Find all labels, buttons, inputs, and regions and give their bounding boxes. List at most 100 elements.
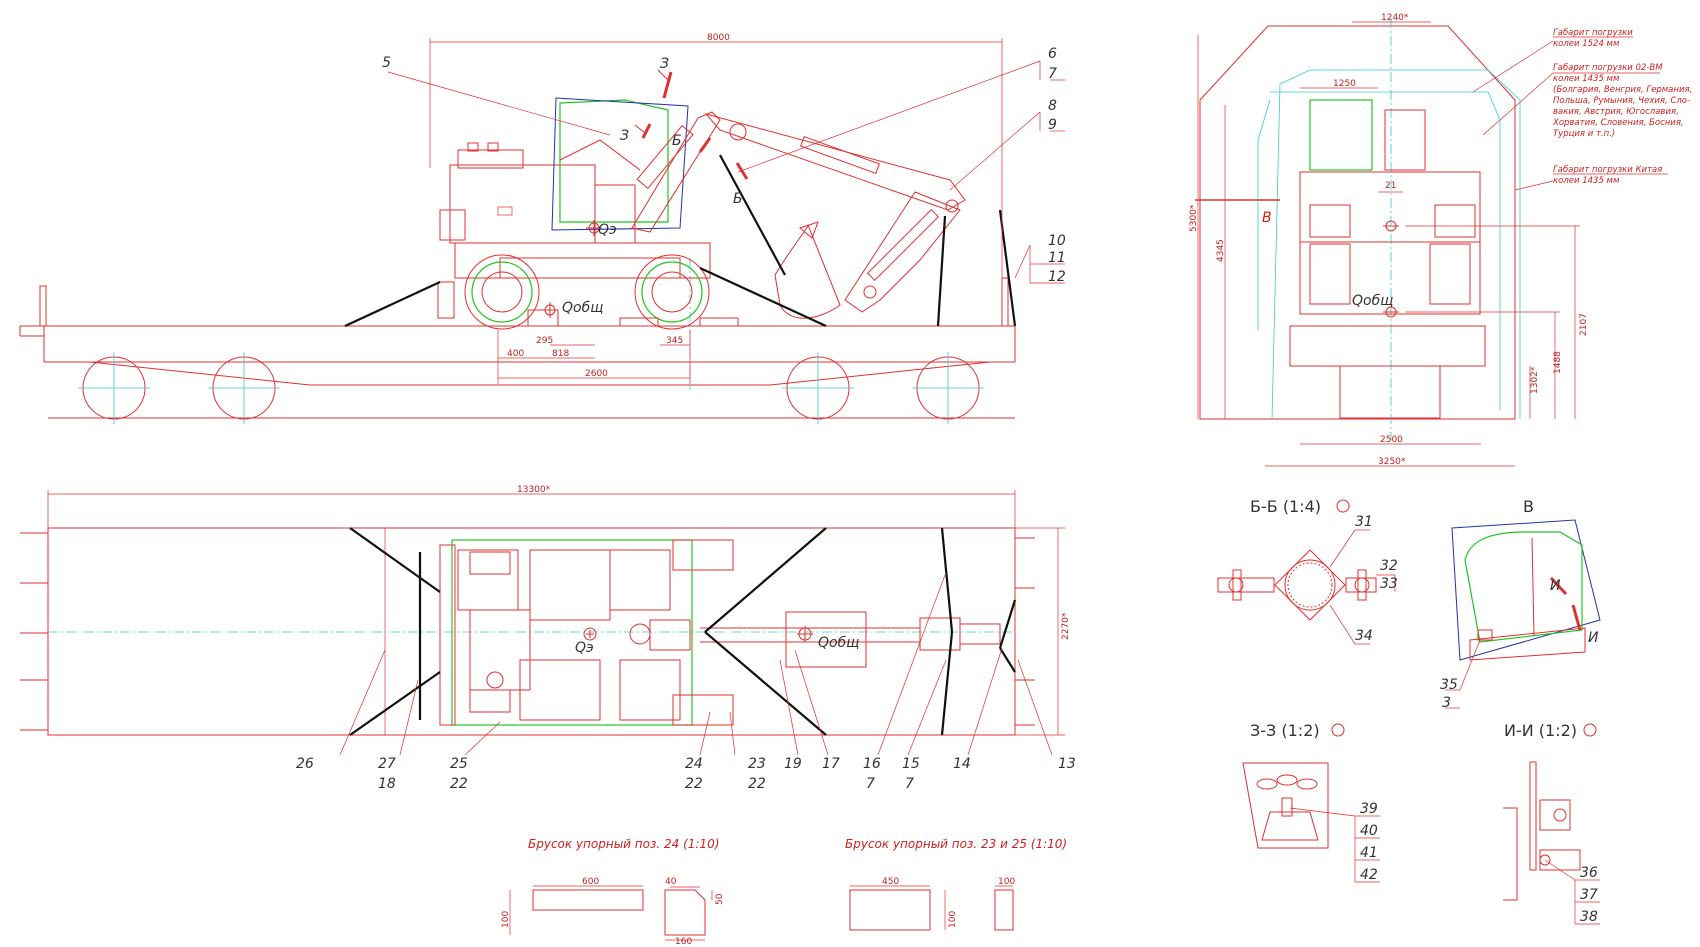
tie-downs-plan	[349, 527, 1017, 736]
dim-3250: 3250*	[1378, 457, 1406, 467]
side-dimensions	[429, 38, 1003, 384]
side-view: 8000 400 818 295 345 2600 5 6 7 8 9 10 1…	[19, 33, 1066, 424]
view-v: В И И 35 3	[1440, 497, 1601, 711]
callout-12: 12	[1048, 269, 1066, 285]
plan-view: 13300* 2270* 26 27 18 25 22 24 22 23 22 …	[20, 485, 1076, 792]
callout-22: 22	[685, 776, 703, 792]
callout-38: 38	[1580, 909, 1598, 925]
plan-dimensions	[47, 490, 1065, 736]
leaders-side	[387, 60, 1065, 284]
callout-8: 8	[1048, 98, 1057, 114]
cog-excavator-label: Qэ	[575, 640, 594, 656]
callout-42: 42	[1360, 867, 1378, 883]
gauge-notes: Габарит погрузки колеи 1524 мм Габарит п…	[1552, 28, 1692, 186]
dim-1240: 1240*	[1381, 13, 1409, 23]
callout-34: 34	[1355, 628, 1373, 644]
dim-21: 21	[1385, 181, 1396, 191]
section-mark-b-top: Б	[672, 133, 682, 149]
note-gauge-02vm: Хорватия, Словения, Босния,	[1552, 118, 1684, 128]
callout-15: 15	[902, 756, 920, 772]
dim-400: 400	[507, 349, 524, 359]
section-ii: И-И (1:2) 36 37 38	[1503, 721, 1600, 925]
callout-27: 27	[378, 756, 396, 772]
dim-13300: 13300*	[517, 485, 551, 495]
section-bb: Б-Б (1:4) 31 32 33 34	[1217, 497, 1398, 645]
dim-4345: 4345	[1216, 239, 1226, 262]
dim-295: 295	[536, 336, 553, 346]
dim-100: 100	[501, 911, 511, 928]
plan-leaders	[339, 574, 1053, 756]
wagon-wheels	[78, 352, 984, 424]
callout-6: 6	[1048, 46, 1057, 62]
callout-39: 39	[1360, 801, 1378, 817]
callout-41: 41	[1360, 845, 1378, 861]
callout-9: 9	[1048, 117, 1057, 133]
section-ii-title: И-И (1:2)	[1504, 721, 1577, 740]
section-markers	[634, 69, 749, 180]
block-23-25-title: Брусок упорный поз. 23 и 25 (1:10)	[845, 837, 1067, 851]
dim-1250: 1250	[1333, 79, 1356, 89]
view-mark-v: В	[1262, 210, 1272, 226]
note-gauge-china: Габарит погрузки Китая	[1553, 165, 1662, 175]
section-mark-i-top: И	[1550, 578, 1561, 594]
callout-18: 18	[378, 776, 396, 792]
view-v-title: В	[1523, 497, 1534, 516]
callout-35: 35	[1440, 677, 1458, 693]
note-gauge-1524: Габарит погрузки	[1553, 28, 1633, 38]
section-mark-i-bottom: И	[1588, 630, 1599, 646]
tie-downs-side	[344, 154, 1017, 327]
section-mark-z-top: З	[660, 56, 669, 72]
callout-17: 17	[822, 756, 840, 772]
dim-1302: 1302*	[1530, 366, 1540, 394]
callout-7: 7	[905, 776, 914, 792]
block-24-title: Брусок упорный поз. 24 (1:10)	[528, 837, 719, 851]
note-gauge-02vm: Габарит погрузки 02-ВМ	[1553, 63, 1663, 73]
callout-24: 24	[685, 756, 703, 772]
callout-19: 19	[784, 756, 802, 772]
callout-37: 37	[1580, 887, 1598, 903]
dim-160: 160	[675, 937, 692, 947]
callout-22: 22	[748, 776, 766, 792]
cog-excavator-label: Qэ	[598, 222, 617, 238]
section-mark-z-bottom: З	[620, 128, 629, 144]
dim-2600: 2600	[585, 369, 608, 379]
callout-26: 26	[296, 756, 314, 772]
note-gauge-02vm: вакия, Австрия, Югославия,	[1553, 107, 1679, 117]
note-gauge-02vm: (Болгария, Венгрия, Германия,	[1553, 85, 1692, 95]
callout-10: 10	[1048, 233, 1066, 249]
callout-25: 25	[450, 756, 468, 772]
dim-1488: 1488	[1553, 351, 1563, 374]
note-gauge-1524: колеи 1524 мм	[1553, 39, 1620, 49]
callout-11: 11	[1048, 250, 1066, 266]
excavator-side	[437, 97, 966, 330]
dim-100: 100	[998, 877, 1015, 887]
dim-50: 50	[715, 893, 725, 905]
section-zz: З-З (1:2) 39 40 41 42	[1242, 721, 1380, 883]
cog-total-label: Qобщ	[562, 300, 603, 316]
cog-total-label: Qобщ	[818, 635, 859, 651]
callout-31: 31	[1355, 514, 1373, 530]
section-mark-b-bottom: Б	[733, 191, 743, 207]
wagon-deck	[19, 258, 1016, 419]
dim-5300: 5300*	[1189, 204, 1199, 232]
note-gauge-china: колеи 1435 мм	[1553, 176, 1620, 186]
dim-2107: 2107	[1579, 313, 1589, 336]
callout-7: 7	[866, 776, 875, 792]
block-23-25: Брусок упорный поз. 23 и 25 (1:10)	[845, 837, 1067, 931]
callout-16: 16	[863, 756, 881, 772]
callout-5: 5	[382, 55, 391, 71]
note-gauge-02vm: колеи 1435 мм	[1553, 74, 1620, 84]
dim-345: 345	[666, 336, 683, 346]
dim-40: 40	[665, 877, 677, 887]
wagon-plan	[20, 527, 1035, 736]
section-bb-title: Б-Б (1:4)	[1250, 497, 1321, 516]
dim-2500: 2500	[1380, 435, 1403, 445]
callout-40: 40	[1360, 823, 1378, 839]
section-zz-title: З-З (1:2)	[1250, 721, 1320, 740]
callout-7: 7	[1048, 66, 1057, 82]
note-gauge-02vm: Польша, Румыния, Чехия, Сло-	[1553, 96, 1690, 106]
callout-3: 3	[1442, 695, 1451, 711]
note-gauge-02vm: Турция и т.п.)	[1553, 129, 1615, 139]
callout-22: 22	[450, 776, 468, 792]
